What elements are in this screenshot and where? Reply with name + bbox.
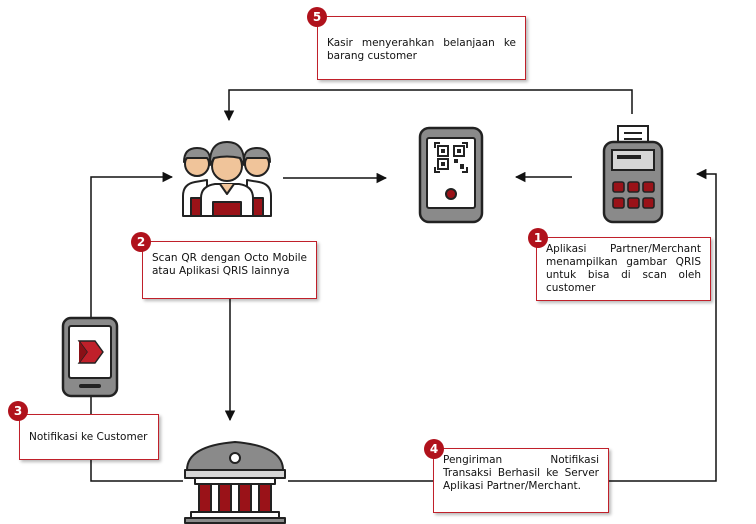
step-1-box: Aplikasi Partner/Merchant menampilkan ga… <box>536 237 711 301</box>
arrow-edc-to-customers <box>223 89 633 122</box>
step-2-badge: 2 <box>131 232 151 252</box>
phone-notification-icon <box>61 316 119 398</box>
edc-terminal-icon <box>602 125 664 224</box>
step-4-badge: 4 <box>424 439 444 459</box>
step-5-text: Kasir menyerahkan belanjaan ke barang cu… <box>327 37 516 62</box>
customers-group-icon <box>182 141 272 217</box>
phone-qr-icon <box>418 126 484 224</box>
bank-building-icon <box>184 441 286 524</box>
step-5-badge: 5 <box>307 7 327 27</box>
step-1-badge: 1 <box>528 228 548 248</box>
step-3-box: Notifikasi ke Customer <box>19 414 159 460</box>
step-1-text: Aplikasi Partner/Merchant menampilkan ga… <box>546 243 701 294</box>
step-5-box: Kasir menyerahkan belanjaan ke barang cu… <box>317 16 526 80</box>
step-3-text: Notifikasi ke Customer <box>29 431 148 443</box>
step-2-box: Scan QR dengan Octo Mobile atau Aplikasi… <box>142 241 317 299</box>
step-3-badge: 3 <box>8 401 28 421</box>
step-4-text: Pengiriman Notifikasi Transaksi Berhasil… <box>443 454 599 492</box>
step-2-text: Scan QR dengan Octo Mobile atau Aplikasi… <box>152 252 307 277</box>
step-4-box: Pengiriman Notifikasi Transaksi Berhasil… <box>433 448 609 513</box>
